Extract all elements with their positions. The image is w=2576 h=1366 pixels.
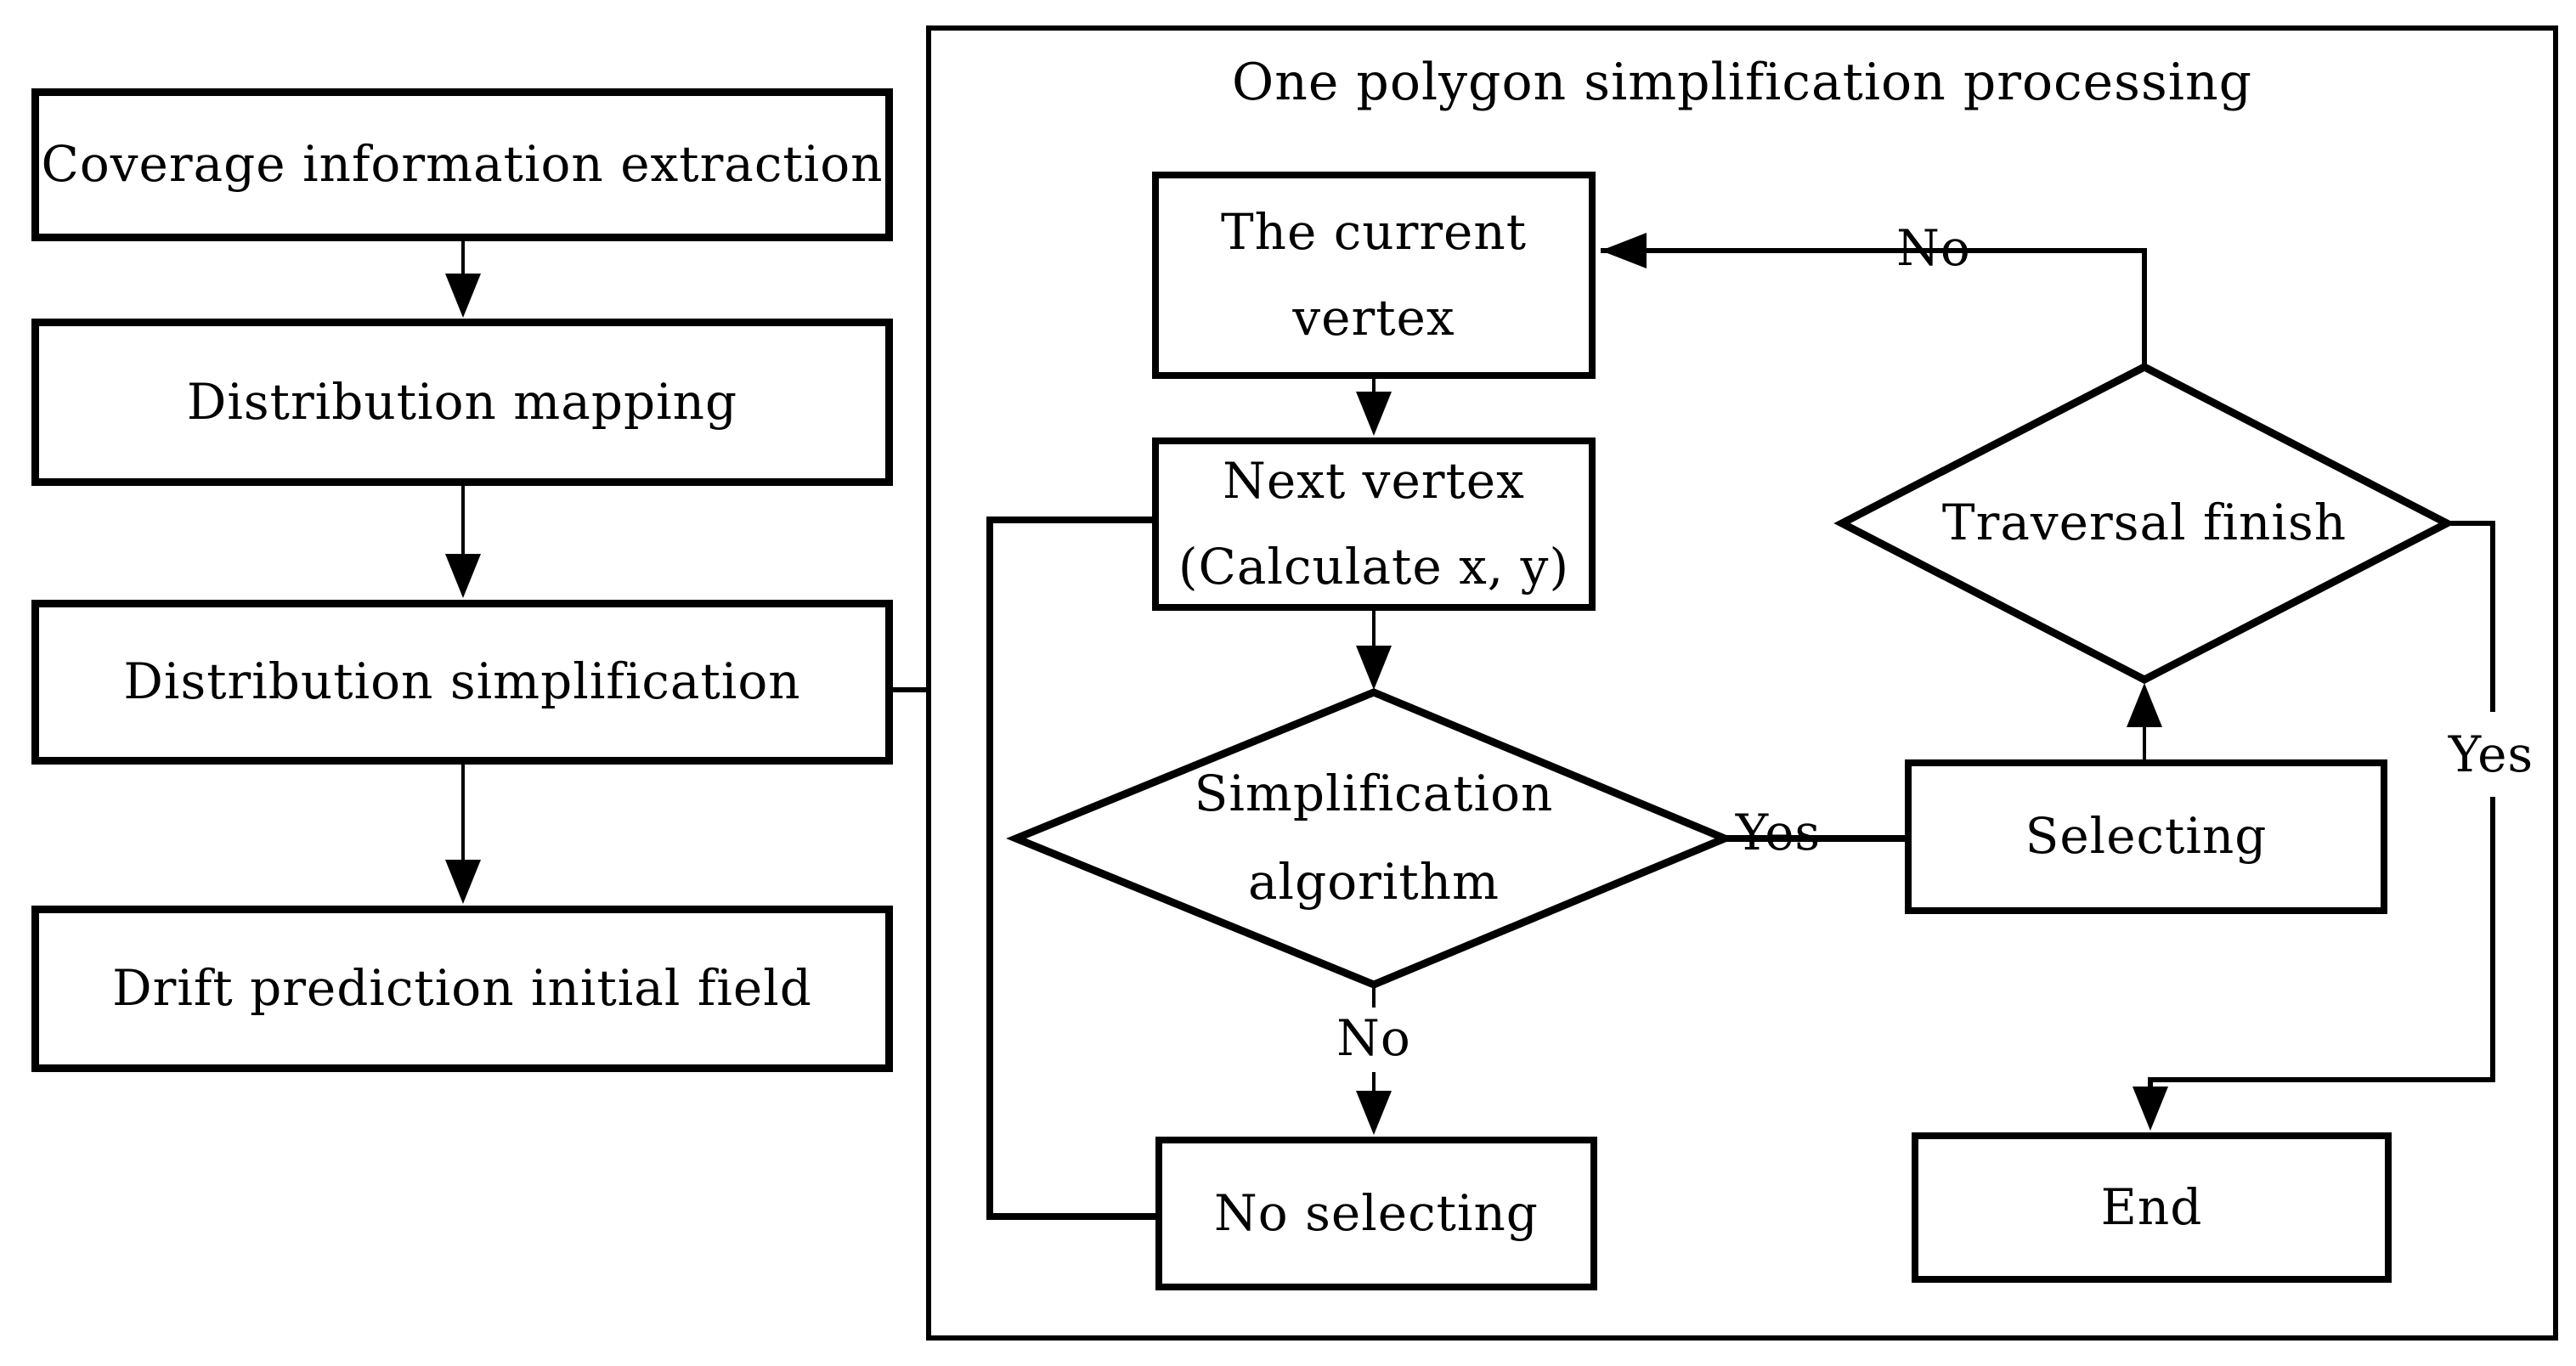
box-next-vertex-line2: (Calculate x, y) bbox=[1178, 538, 1570, 596]
box-no-selecting: No selecting bbox=[1155, 1137, 1597, 1290]
diamond-simplification-algorithm bbox=[1006, 688, 1735, 989]
arrow-traversal-yes-head bbox=[2133, 1087, 2168, 1131]
box-current-vertex: The current vertex bbox=[1152, 172, 1596, 379]
box-distribution-mapping-label: Distribution mapping bbox=[186, 372, 738, 431]
box-current-vertex-line1: The current bbox=[1220, 202, 1528, 261]
diamond-traversal-finish bbox=[1833, 362, 2455, 685]
arrow-mapping-to-simplification-head bbox=[445, 554, 481, 598]
edge-label-traversal-no: No bbox=[1896, 219, 1971, 277]
box-distribution-simplification: Distribution simplification bbox=[31, 600, 893, 765]
edge-label-traversal-yes: Yes bbox=[2430, 712, 2552, 797]
edge-label-algorithm-no: No bbox=[1336, 1009, 1411, 1067]
box-next-vertex-line1: Next vertex bbox=[1223, 451, 1525, 510]
panel-frame bbox=[926, 25, 2558, 1341]
box-end: End bbox=[1912, 1132, 2392, 1283]
arrow-simplification-to-drift-head bbox=[445, 860, 481, 904]
box-drift-prediction-initial-field: Drift prediction initial field bbox=[31, 906, 893, 1072]
box-end-label: End bbox=[2100, 1177, 2203, 1236]
edge-traversal-no-return bbox=[1601, 248, 2147, 367]
box-coverage-information-extraction: Coverage information extraction bbox=[31, 88, 893, 241]
box-next-vertex: Next vertex (Calculate x, y) bbox=[1152, 437, 1596, 611]
box-coverage-information-extraction-label: Coverage information extraction bbox=[41, 135, 884, 194]
arrow-algorithm-no-head bbox=[1356, 1091, 1392, 1135]
edge-noselecting-loop-to-next bbox=[986, 516, 1155, 1220]
arrow-coverage-to-mapping-head bbox=[445, 274, 481, 318]
arrow-next-to-algorithm-head bbox=[1356, 646, 1392, 690]
box-current-vertex-line2: vertex bbox=[1292, 289, 1455, 347]
edge-traversal-yes-to-end bbox=[2148, 521, 2495, 1091]
panel-title: One polygon simplification processing bbox=[1232, 53, 2252, 112]
box-no-selecting-label: No selecting bbox=[1214, 1183, 1539, 1242]
box-selecting: Selecting bbox=[1905, 759, 2387, 914]
box-distribution-simplification-label: Distribution simplification bbox=[123, 652, 801, 711]
arrow-selecting-to-traversal-head bbox=[2127, 683, 2162, 727]
arrow-traversal-no-head bbox=[1601, 233, 1647, 268]
box-drift-prediction-initial-field-label: Drift prediction initial field bbox=[112, 959, 812, 1018]
edge-label-algorithm-yes: Yes bbox=[1735, 804, 1822, 861]
box-distribution-mapping: Distribution mapping bbox=[31, 319, 893, 486]
arrow-current-to-next-head bbox=[1356, 392, 1392, 436]
box-selecting-label: Selecting bbox=[2025, 807, 2268, 866]
